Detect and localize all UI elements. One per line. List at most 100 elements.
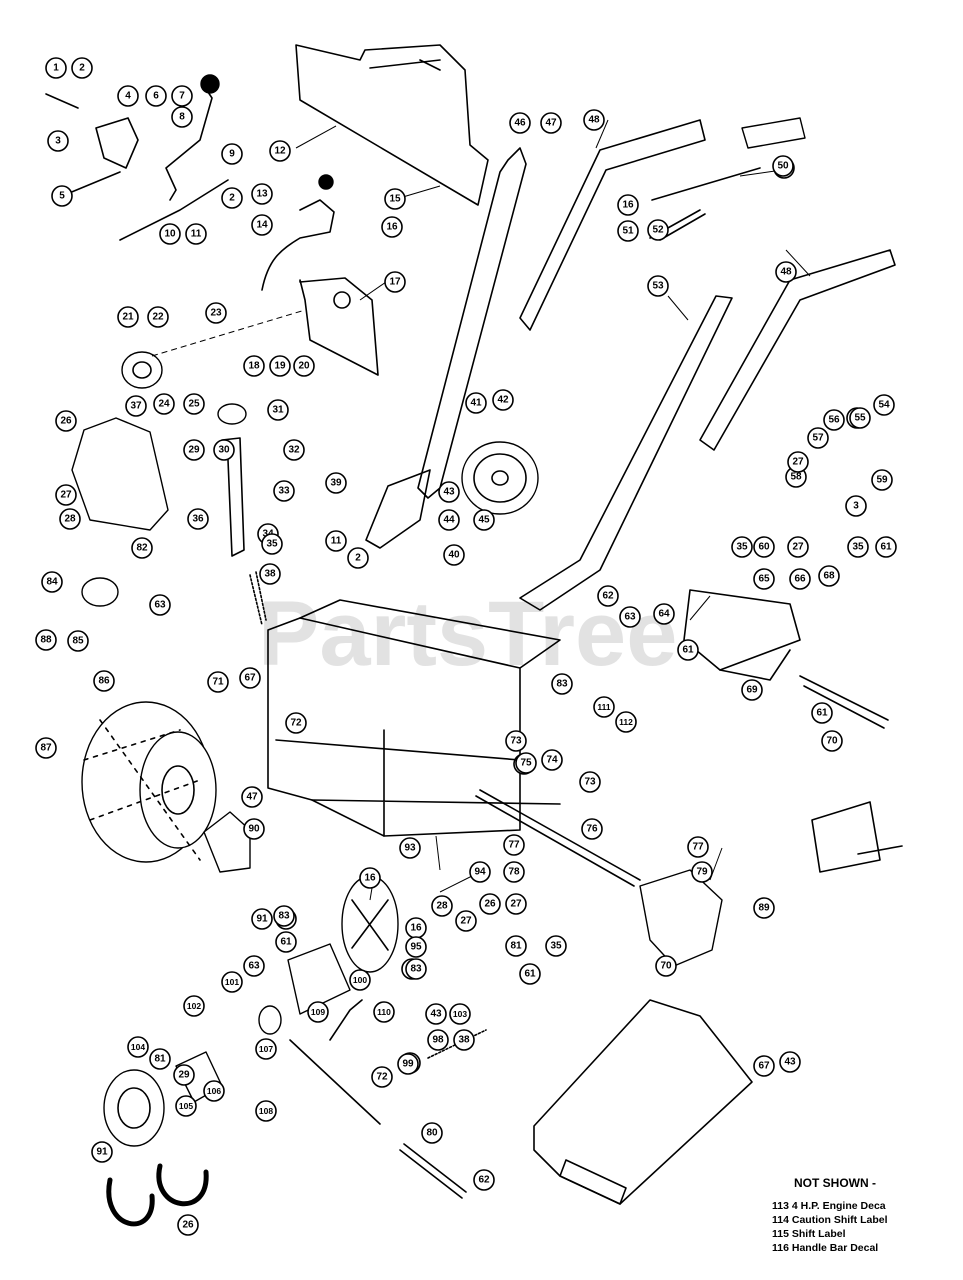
not-shown-heading: NOT SHOWN - [794, 1176, 876, 1190]
part-callout: 32 [283, 439, 305, 461]
callout-number: 65 [758, 574, 770, 585]
callout-number: 91 [96, 1147, 108, 1158]
callout-number: 22 [152, 312, 164, 323]
part-callout: 23 [205, 302, 227, 324]
part-callout: 35 [847, 536, 869, 558]
part-callout: 15 [384, 188, 406, 210]
callout-number: 75 [520, 758, 532, 769]
callout-number: 71 [212, 677, 224, 688]
callout-number: 112 [619, 717, 633, 727]
callout-number: 106 [207, 1086, 221, 1096]
part-callout: 79 [691, 861, 713, 883]
part-callout: 11 [325, 530, 347, 552]
parts-line-art [45, 44, 903, 1227]
callout-number: 26 [484, 899, 496, 910]
part-callout: 83 [273, 905, 295, 927]
part-callout: 3 [47, 130, 69, 152]
part-callout: 77 [503, 834, 525, 856]
callout-number: 89 [758, 903, 770, 914]
part-callout: 85 [67, 630, 89, 652]
callout-number: 80 [426, 1128, 438, 1139]
leader-lines [295, 119, 811, 901]
part-callout: 67 [239, 667, 261, 689]
part-callout: 12 [269, 140, 291, 162]
callout-number: 42 [497, 395, 509, 406]
callout-number: 27 [510, 899, 522, 910]
part-callout: 62 [597, 585, 619, 607]
part-callout: 26 [55, 410, 77, 432]
part-callout: 39 [325, 472, 347, 494]
callout-number: 2 [229, 193, 235, 204]
part-callout: 76 [581, 818, 603, 840]
callout-number: 38 [264, 569, 276, 580]
callout-number: 110 [377, 1007, 391, 1017]
callout-number: 72 [376, 1072, 388, 1083]
callout-number: 53 [652, 281, 664, 292]
callout-number: 11 [331, 536, 342, 547]
callout-number: 62 [602, 591, 614, 602]
callout-number: 100 [353, 975, 367, 985]
callout-number: 86 [98, 676, 110, 687]
part-callout: 44 [438, 509, 460, 531]
part-callout: 61 [519, 963, 541, 985]
callout-number: 16 [364, 873, 376, 884]
part-callout: 91 [251, 908, 273, 930]
callout-number: 29 [178, 1070, 190, 1081]
part-callout: 14 [251, 214, 273, 236]
part-callout: 38 [453, 1029, 475, 1051]
part-callout: 73 [505, 730, 527, 752]
callout-number: 41 [470, 398, 482, 409]
callout-number: 55 [854, 413, 866, 424]
callout-number: 67 [758, 1061, 770, 1072]
callout-number: 12 [274, 146, 286, 157]
part-callout: 91 [91, 1141, 113, 1163]
part-callout: 19 [269, 355, 291, 377]
callout-number: 7 [179, 91, 185, 102]
callout-number: 78 [508, 867, 520, 878]
callout-number: 5 [59, 191, 65, 202]
callout-number: 84 [46, 577, 58, 588]
part-callout: 77 [687, 836, 709, 858]
part-callout: 1 [45, 57, 67, 79]
part-callout: 72 [285, 712, 307, 734]
part-callout: 72 [371, 1066, 393, 1088]
part-callout: 16 [617, 194, 639, 216]
callout-number: 64 [658, 609, 670, 620]
callout-number: 101 [225, 977, 239, 987]
callout-number: 102 [187, 1001, 201, 1011]
callout-number: 10 [164, 229, 176, 240]
part-callout: 61 [875, 536, 897, 558]
callout-number: 90 [248, 824, 260, 835]
part-callout: 6 [145, 85, 167, 107]
part-callout: 60 [753, 536, 775, 558]
not-shown-item: 115 Shift Label [772, 1228, 846, 1240]
callout-number: 28 [64, 514, 76, 525]
callout-number: 62 [478, 1175, 490, 1186]
callout-number: 35 [736, 542, 748, 553]
callout-number: 23 [210, 308, 222, 319]
part-callout: 22 [147, 306, 169, 328]
callout-number: 63 [154, 600, 166, 611]
callout-number: 43 [784, 1057, 796, 1068]
part-callout: 88 [35, 629, 57, 651]
not-shown-item: 114 Caution Shift Label [772, 1214, 888, 1226]
callout-number: 27 [792, 457, 804, 468]
callout-number: 44 [443, 515, 455, 526]
callout-number: 52 [652, 225, 664, 236]
callout-number: 36 [192, 514, 204, 525]
part-callout: 106 [203, 1080, 225, 1102]
callout-number: 73 [510, 736, 522, 747]
callout-number: 47 [545, 118, 557, 129]
callout-number: 77 [692, 842, 704, 853]
part-callout: 7 [171, 85, 193, 107]
part-callout: 43 [425, 1003, 447, 1025]
part-callout: 37 [125, 395, 147, 417]
callout-number: 39 [330, 478, 342, 489]
callout-number: 54 [878, 400, 890, 411]
callout-number: 16 [386, 222, 398, 233]
part-callout: 24 [153, 393, 175, 415]
callout-number: 82 [136, 543, 148, 554]
part-callout: 65 [753, 568, 775, 590]
callout-number: 59 [876, 475, 888, 486]
